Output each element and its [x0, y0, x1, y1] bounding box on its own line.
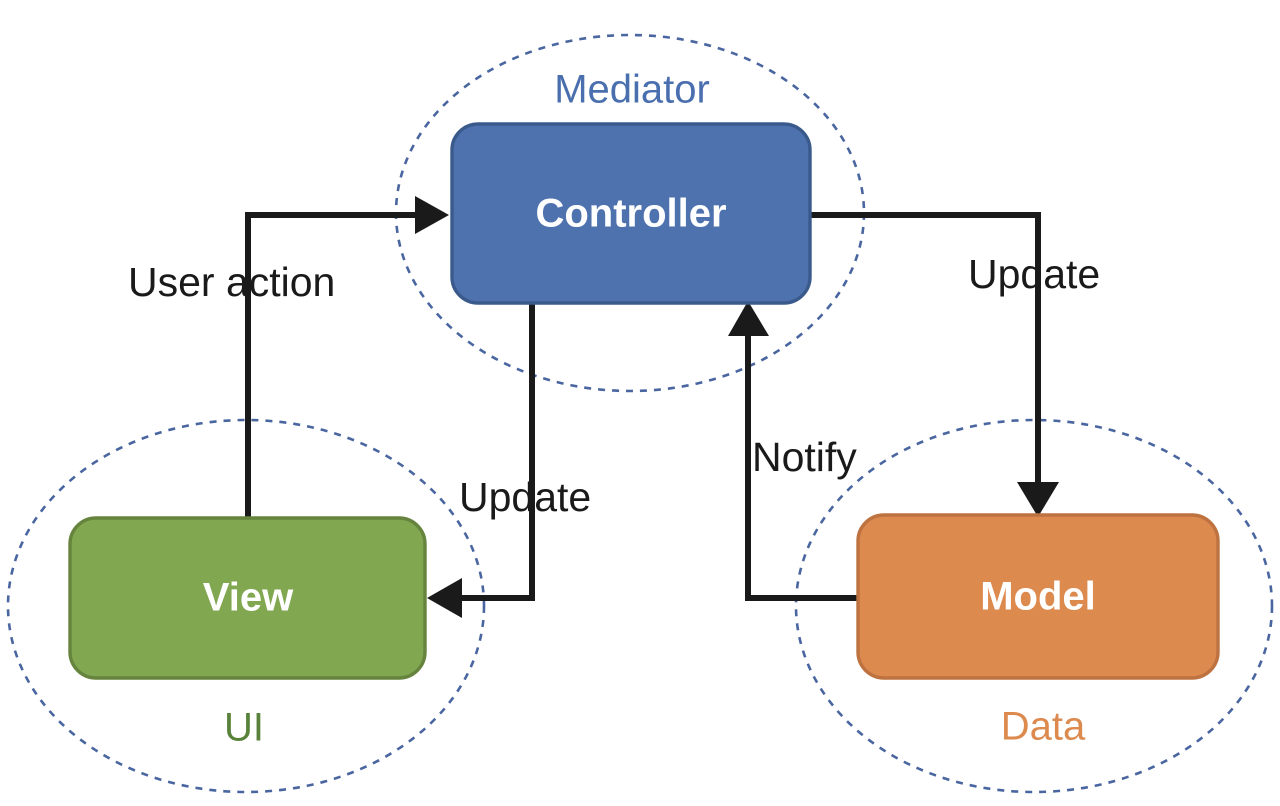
group-label-ui: UI	[224, 706, 264, 750]
edge-label-controller-update-model: Update	[968, 251, 1100, 297]
edge-label-controller-update-view: Update	[459, 474, 591, 520]
edge-model-notify	[728, 301, 860, 601]
edge-user-action	[245, 196, 449, 520]
node-model-label: Model	[980, 575, 1096, 619]
group-ellipse-ui	[6, 418, 486, 794]
group-label-mediator: Mediator	[554, 68, 710, 112]
edge-label-model-notify: Notify	[752, 434, 857, 480]
group-label-data: Data	[1001, 705, 1086, 749]
node-controller-label: Controller	[535, 192, 726, 236]
arrow-head-into-model-top	[1017, 482, 1059, 517]
edge-controller-update-view-line	[455, 303, 535, 601]
node-model-shape[interactable]	[856, 513, 1220, 680]
node-view-label: View	[203, 576, 294, 620]
edge-controller-update-model	[810, 212, 1059, 517]
node-view-shape[interactable]	[68, 516, 427, 680]
arrow-head-into-controller-bottom	[728, 301, 769, 336]
node-controller-shape[interactable]	[450, 122, 812, 305]
edge-controller-update-view	[427, 303, 535, 618]
node-view[interactable]: View	[68, 516, 427, 680]
edge-user-action-line	[245, 212, 424, 520]
arrow-head-into-controller-left	[415, 196, 449, 234]
node-model[interactable]: Model	[856, 513, 1220, 680]
edge-controller-update-model-line	[810, 212, 1041, 488]
edge-model-notify-line	[745, 332, 860, 601]
arrow-head-into-view-right	[427, 578, 462, 618]
node-controller[interactable]: Controller	[450, 122, 812, 305]
edge-label-user-action: User action	[128, 259, 335, 305]
group-ellipse-data	[794, 418, 1274, 794]
